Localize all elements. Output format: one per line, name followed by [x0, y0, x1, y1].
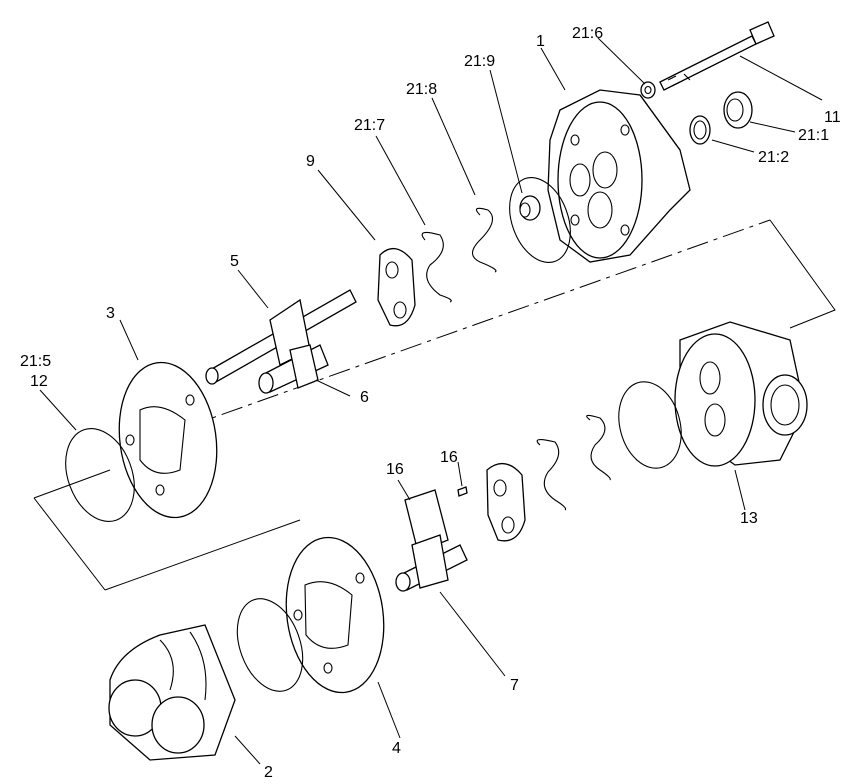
seal-21-1: [723, 91, 753, 129]
callout-13: 13: [740, 510, 758, 527]
callout-labels: 1 2 3 4 5 6 7 9 11 12 13 16 16 21:1 21:2…: [20, 25, 841, 781]
bolt-part-11: [659, 21, 775, 91]
rear-cover-part-2: [108, 624, 236, 761]
callout-4: 4: [392, 740, 401, 757]
assembly-axis: [33, 219, 836, 591]
gear-set-part-7: [395, 489, 468, 592]
callout-5: 5: [230, 253, 239, 270]
leader-lines: [39, 37, 823, 765]
front-body-part-1: [547, 89, 691, 263]
callout-12: 12: [30, 373, 48, 390]
seal-rear-b: [536, 439, 567, 511]
callout-16-gear: 16: [386, 461, 404, 478]
wear-plate-rear: [486, 463, 526, 542]
o-ring-lower: [236, 598, 304, 692]
callout-16-pin: 16: [440, 449, 458, 466]
callout-21-1: 21:1: [798, 127, 829, 144]
callout-7: 7: [510, 677, 519, 694]
callout-21-8: 21:8: [406, 81, 437, 98]
callout-21-7: 21:7: [354, 117, 385, 134]
callout-9: 9: [306, 153, 315, 170]
seal-rear-a: [586, 414, 611, 481]
callout-2: 2: [264, 764, 273, 781]
callout-11: 11: [824, 109, 841, 126]
callout-21-6: 21:6: [572, 25, 603, 42]
seal-21-8: [471, 207, 497, 273]
callout-3: 3: [106, 305, 115, 322]
callout-21-2: 21:2: [758, 149, 789, 166]
o-ring-21-9: [509, 177, 571, 263]
callout-21-9: 21:9: [464, 53, 495, 70]
o-ring-part-12: [65, 428, 135, 522]
callout-6: 6: [360, 389, 369, 406]
ring-21-2: [689, 115, 711, 145]
callout-1: 1: [536, 33, 545, 50]
o-ring-rear: [618, 381, 682, 469]
driven-gear-part-6: [258, 344, 329, 394]
pin-part-16: [457, 486, 468, 497]
gear-housing-part-4: [285, 536, 385, 694]
seal-21-7: [421, 231, 452, 303]
rear-body-part-13: [674, 321, 808, 467]
wear-plate-part-9: [377, 248, 416, 327]
callout-21-5: 21:5: [20, 353, 51, 370]
